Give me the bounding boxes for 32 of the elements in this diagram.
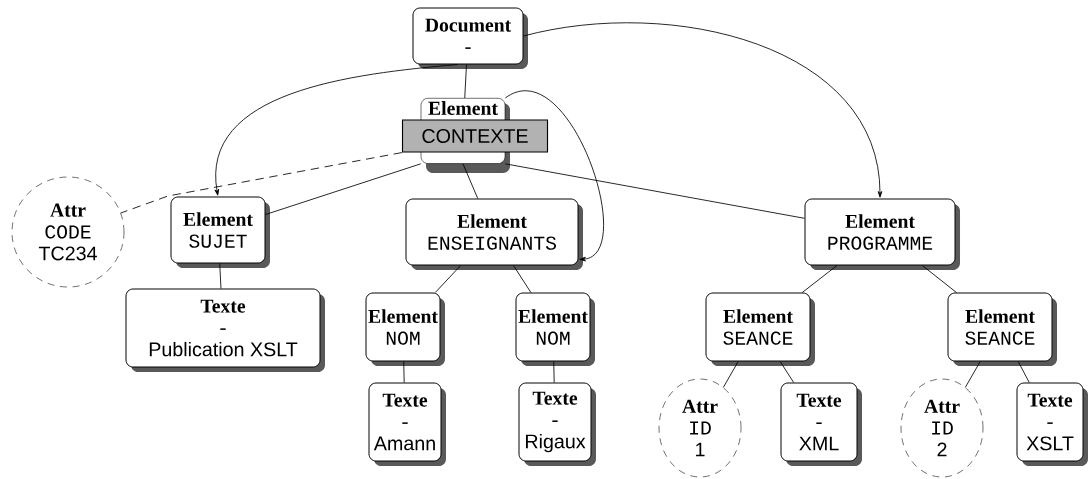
connector-line [504, 163, 805, 219]
connector-line [921, 265, 957, 293]
connector-line [265, 163, 422, 215]
connector-line [801, 265, 838, 293]
node-box: Element SEANCE [947, 292, 1057, 366]
connector-line [464, 64, 467, 99]
node-box: Texte - Publication XSLT [125, 288, 325, 372]
arrow [214, 64, 459, 196]
node-box: Element SEANCE [705, 292, 815, 366]
arrow [523, 22, 883, 198]
connector-line [779, 361, 795, 383]
connector-line [462, 163, 479, 199]
node-box: Texte - Rigaux [518, 382, 596, 466]
label-box: CONTEXTE [401, 119, 549, 153]
arrow [504, 90, 605, 262]
connector-line [219, 263, 222, 289]
node-box: Texte - XML [780, 382, 862, 466]
connector-line [403, 361, 405, 383]
connector-line [964, 361, 981, 388]
connector-line [553, 361, 555, 383]
connector-line [1017, 361, 1030, 383]
node-box: Element ENSEIGNANTS [405, 198, 583, 270]
node-box: Texte - Amann [368, 382, 446, 466]
node-box: Element PROGRAMME [804, 198, 960, 270]
node-box: Element NOM [515, 292, 595, 366]
connector-line [434, 265, 462, 293]
node-box: Element SUJET [170, 196, 270, 268]
node-box: Document - [412, 7, 528, 69]
node-box: Element NOM [365, 292, 445, 366]
connector-line [722, 361, 739, 388]
node-box: Texte - XSLT [1016, 382, 1088, 466]
connector-line [513, 265, 532, 293]
